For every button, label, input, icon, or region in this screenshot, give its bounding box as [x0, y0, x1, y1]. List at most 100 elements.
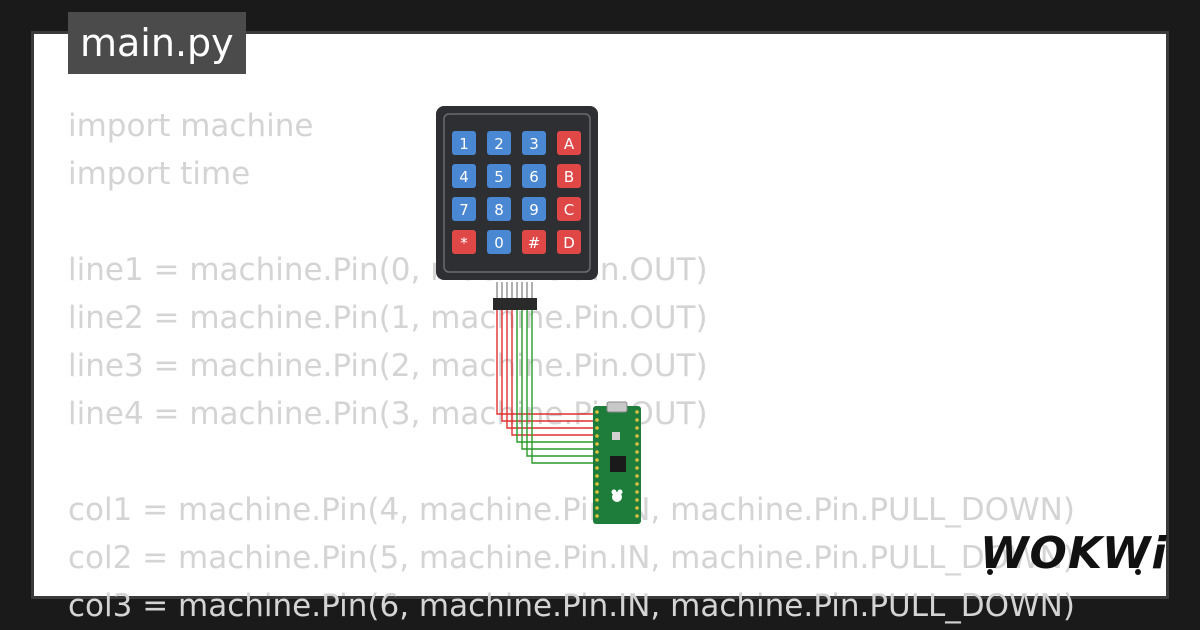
pico-pin — [595, 434, 599, 438]
key-label: 9 — [529, 201, 539, 219]
code-line: import machine — [68, 108, 314, 144]
code-line: line4 = machine.Pin(3, machine.Pin.OUT) — [68, 396, 708, 432]
header-pins — [496, 282, 533, 298]
pico-pin — [595, 450, 599, 454]
key-face — [557, 131, 581, 155]
key-label: 8 — [494, 201, 504, 219]
keypad-key[interactable]: C — [557, 197, 581, 221]
pico-pin — [635, 410, 639, 414]
keypad-key[interactable]: 9 — [522, 197, 546, 221]
key-face — [557, 197, 581, 221]
pico-pin — [635, 450, 639, 454]
pico-pin — [595, 490, 599, 494]
pico-pin — [635, 434, 639, 438]
code-line: import time — [68, 156, 251, 192]
svg-text:WOKWi: WOKWi — [980, 528, 1167, 579]
key-label: 1 — [459, 135, 469, 153]
wire — [526, 310, 596, 457]
wire — [496, 310, 596, 415]
key-face — [452, 131, 476, 155]
key-label: D — [563, 234, 575, 252]
keypad-key[interactable]: 8 — [487, 197, 511, 221]
pico-pin — [635, 426, 639, 430]
keypad-key[interactable]: 1 — [452, 131, 476, 155]
key-label: C — [564, 201, 574, 219]
keypad-key[interactable]: 7 — [452, 197, 476, 221]
wire — [521, 310, 596, 450]
pico-board[interactable] — [593, 401, 641, 524]
rp2040-chip — [610, 456, 626, 472]
keypad-key[interactable]: 3 — [522, 131, 546, 155]
keypad-key[interactable]: 0 — [487, 230, 511, 254]
key-label: 3 — [529, 135, 539, 153]
pico-pin — [595, 466, 599, 470]
pico-pin — [595, 514, 599, 518]
pico-pin — [635, 482, 639, 486]
key-label: 6 — [529, 168, 539, 186]
keypad-key[interactable]: 4 — [452, 164, 476, 188]
pico-pin — [595, 442, 599, 446]
pico-pin — [635, 418, 639, 422]
keypad-key[interactable]: * — [452, 230, 476, 254]
key-label: * — [460, 234, 468, 252]
key-label: 4 — [459, 168, 469, 186]
pico-pin — [595, 410, 599, 414]
keypad-header — [493, 282, 537, 310]
keypad-bezel — [443, 113, 591, 273]
usb-connector — [606, 401, 628, 413]
keypad-key[interactable]: A — [557, 131, 581, 155]
pico-pin — [595, 418, 599, 422]
wire — [516, 310, 596, 443]
key-label: 5 — [494, 168, 504, 186]
key-face — [522, 230, 546, 254]
pico-pin — [635, 466, 639, 470]
pico-pin — [595, 458, 599, 462]
pico-pin — [635, 514, 639, 518]
key-face — [487, 131, 511, 155]
keypad-key[interactable]: 2 — [487, 131, 511, 155]
pico-pin — [635, 474, 639, 478]
key-face — [522, 164, 546, 188]
header-pin — [501, 282, 503, 298]
key-face — [557, 230, 581, 254]
code-line: line2 = machine.Pin(1, machine.Pin.OUT) — [68, 300, 708, 336]
wire — [531, 310, 596, 464]
header-pin — [511, 282, 513, 298]
keypad-key[interactable]: 5 — [487, 164, 511, 188]
bootsel-button — [612, 432, 620, 440]
keypad-key[interactable]: B — [557, 164, 581, 188]
key-label: B — [564, 168, 574, 186]
pico-pin — [635, 490, 639, 494]
key-face — [522, 197, 546, 221]
key-face — [452, 164, 476, 188]
wokwi-logo: WOKWi — [978, 526, 1166, 580]
raspberry-logo-icon — [611, 489, 623, 502]
code-line: line3 = machine.Pin(2, machine.Pin.OUT) — [68, 348, 708, 384]
wire — [501, 310, 596, 422]
pico-pins — [595, 410, 639, 518]
header-pin — [506, 282, 508, 298]
pico-pin — [595, 426, 599, 430]
keypad-key[interactable]: D — [557, 230, 581, 254]
pico-pin — [635, 442, 639, 446]
key-face — [557, 164, 581, 188]
wire — [511, 310, 596, 436]
key-label: A — [564, 135, 575, 153]
key-face — [487, 164, 511, 188]
code-line: col3 = machine.Pin(6, machine.Pin.IN, ma… — [68, 588, 1075, 624]
key-face — [522, 131, 546, 155]
key-label: 0 — [494, 234, 504, 252]
header-pin — [526, 282, 528, 298]
keypad-key[interactable]: # — [522, 230, 546, 254]
header-pin — [496, 282, 498, 298]
wire-bundle — [496, 310, 596, 464]
keypad-key[interactable]: 6 — [522, 164, 546, 188]
header-block — [493, 298, 537, 310]
key-face — [487, 230, 511, 254]
key-label: 7 — [459, 201, 469, 219]
pico-pin — [635, 506, 639, 510]
file-tab[interactable]: main.py — [68, 12, 246, 74]
